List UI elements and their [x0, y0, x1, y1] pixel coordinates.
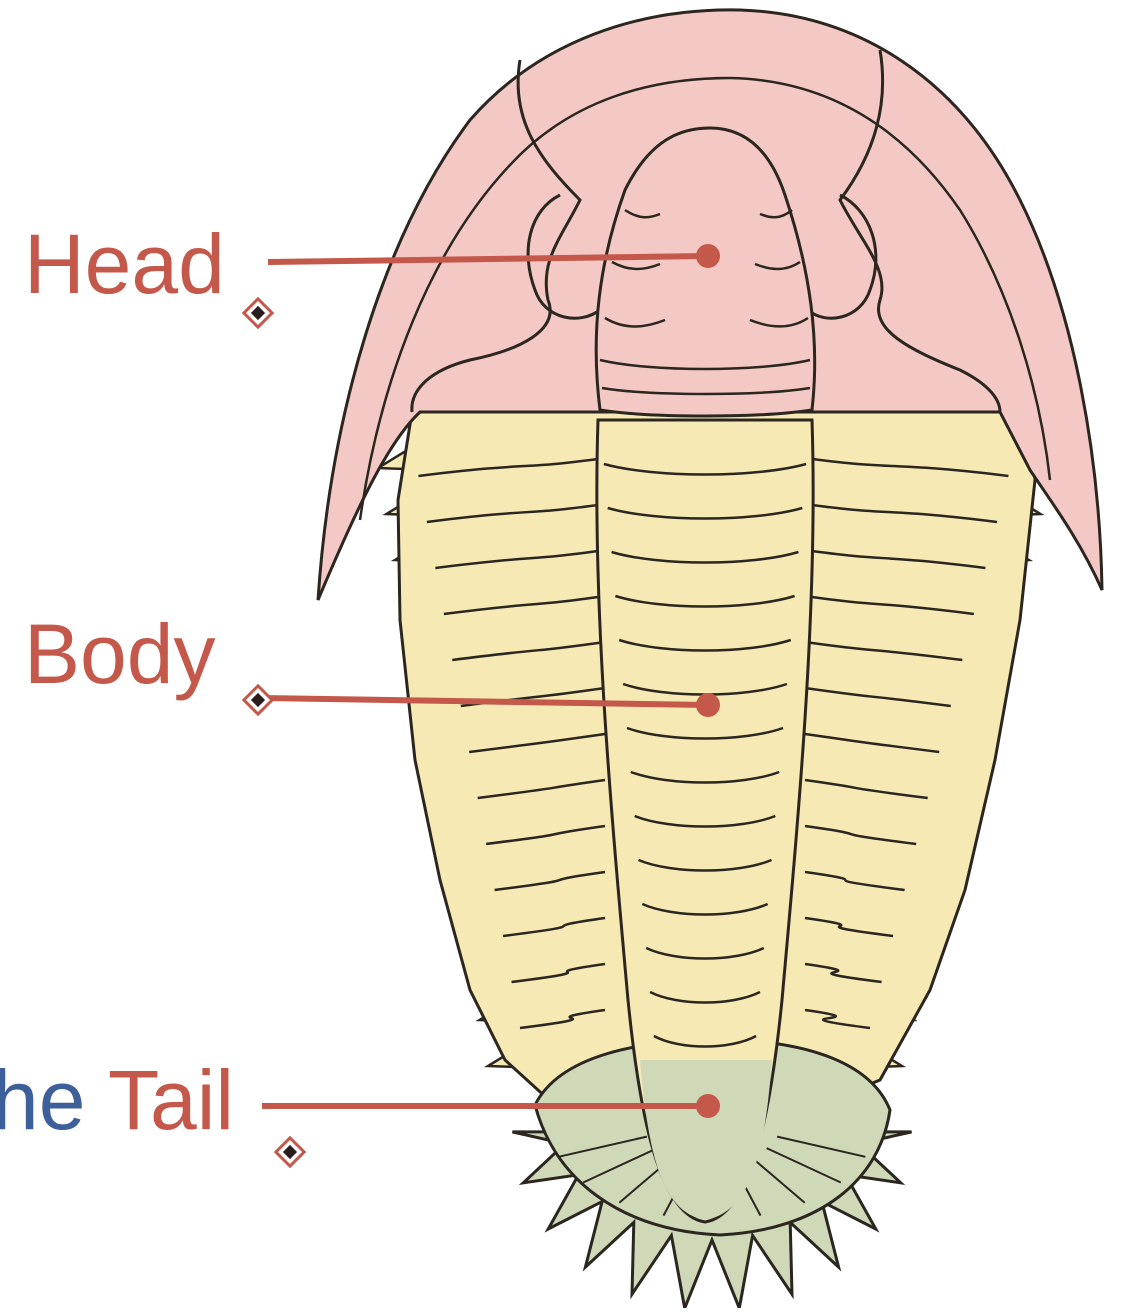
body-point [696, 693, 720, 717]
diamond-markers [244, 299, 304, 1166]
label-head: Head [24, 222, 225, 306]
head-point [696, 244, 720, 268]
tail-diamond-icon [276, 1138, 304, 1166]
label-tail: Tail [108, 1058, 234, 1142]
body-diamond-icon [244, 686, 272, 714]
cut-off-text: he [0, 1058, 85, 1142]
head-diamond-icon [244, 299, 272, 327]
label-body: Body [24, 612, 215, 696]
tail-point [696, 1094, 720, 1118]
